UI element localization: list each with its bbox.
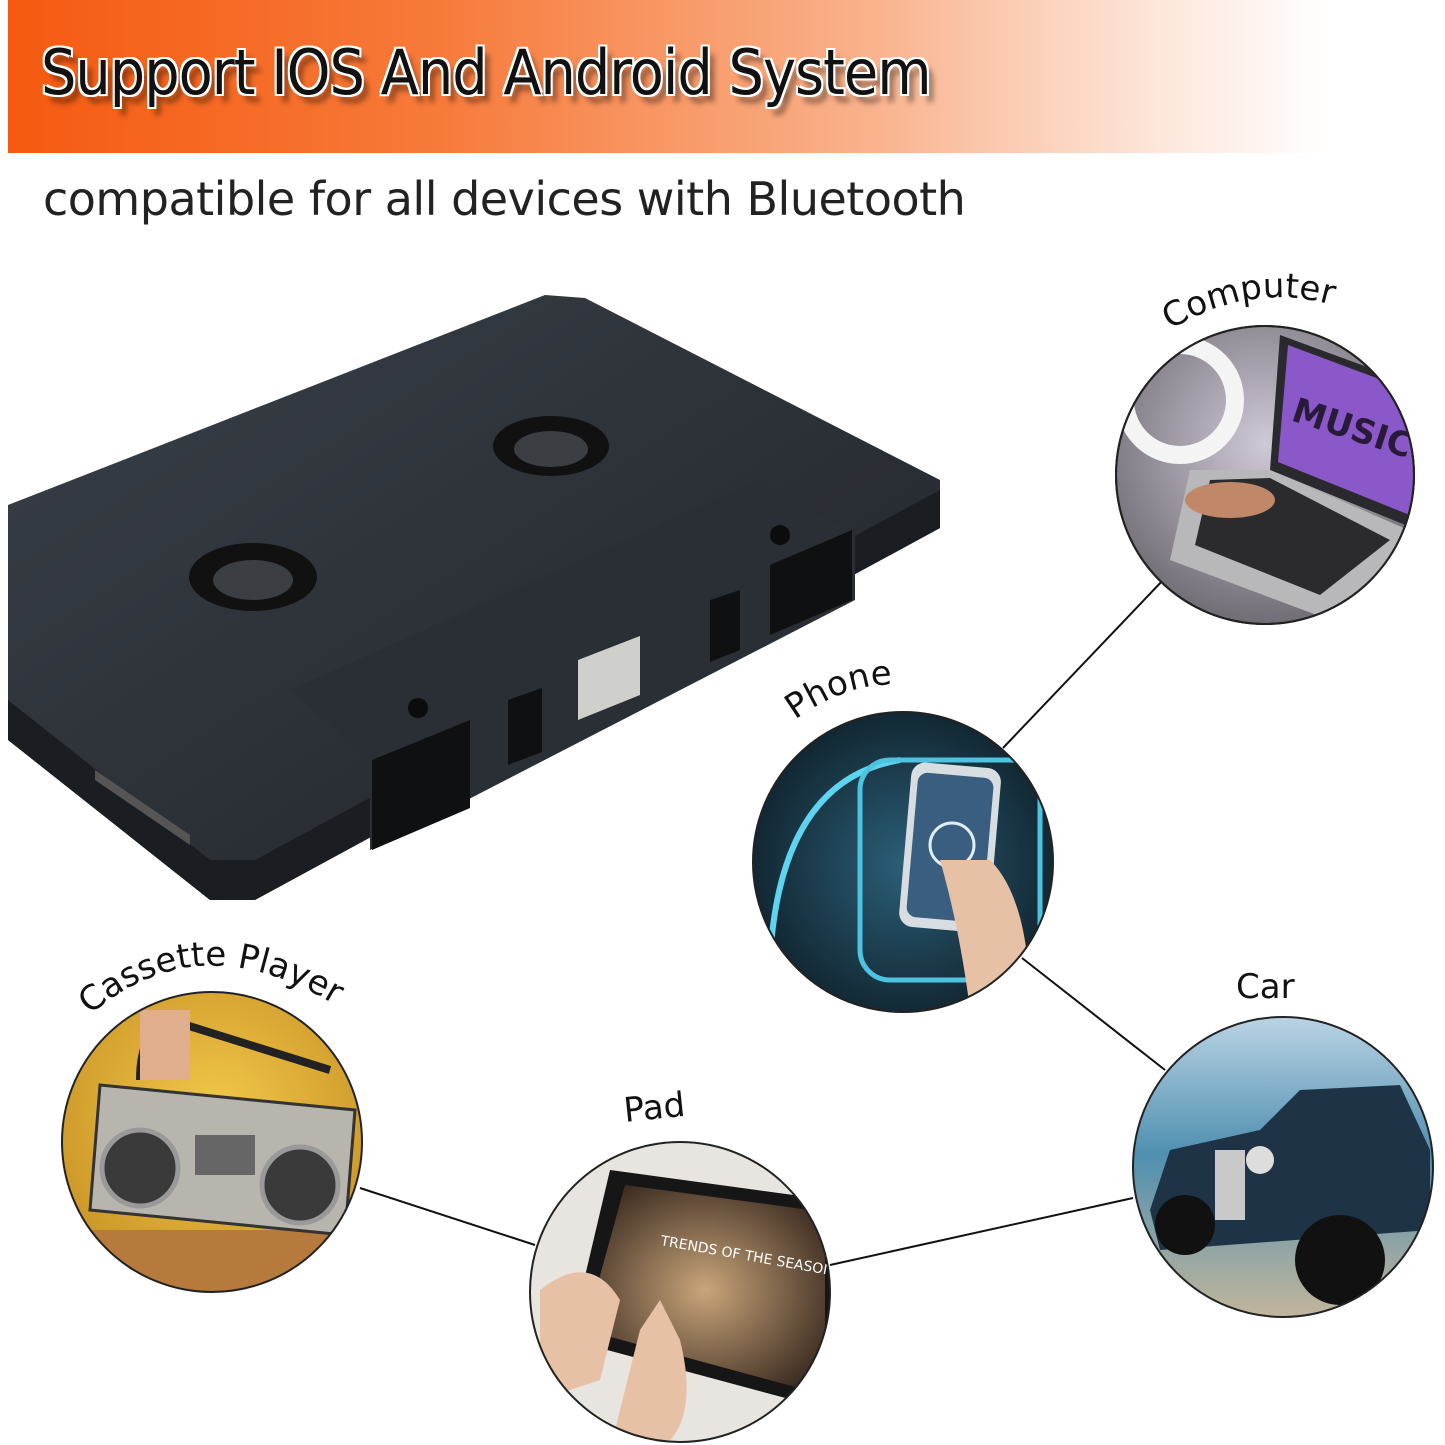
line-computer-phone bbox=[1002, 577, 1166, 749]
line-player-pad bbox=[359, 1187, 536, 1246]
device-phone: Phone bbox=[752, 653, 1054, 1013]
label-car: Car bbox=[1236, 967, 1295, 1007]
label-pad: Pad bbox=[622, 1085, 687, 1131]
cassette-adapter-image bbox=[8, 295, 940, 900]
device-computer: MUSIC Computer bbox=[1115, 266, 1415, 625]
device-pad: TRENDS OF THE SEASON Pad bbox=[529, 1085, 831, 1443]
line-pad-car bbox=[829, 1197, 1134, 1266]
line-phone-car bbox=[1021, 957, 1166, 1071]
connector-lines bbox=[359, 577, 1166, 1266]
device-cassette-player: Cassette Player bbox=[61, 935, 363, 1293]
banner-title: Support IOS And Android System bbox=[41, 36, 932, 109]
header-banner: Support IOS And Android System bbox=[8, 0, 1445, 153]
device-car: Car bbox=[1132, 967, 1434, 1318]
subtitle: compatible for all devices with Bluetoot… bbox=[43, 172, 966, 226]
